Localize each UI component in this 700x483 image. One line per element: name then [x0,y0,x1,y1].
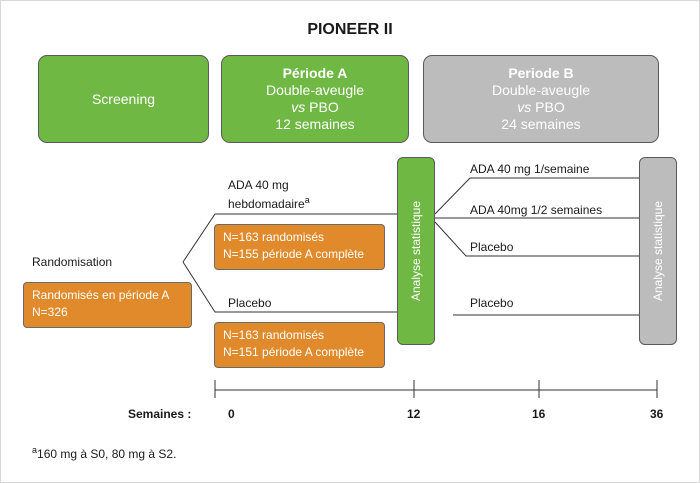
footnote: a160 mg à S0, 80 mg à S2. [32,445,177,461]
screening-label: Screening [91,90,156,107]
screening-box: Screening [38,55,209,143]
ada-biweekly-label: ADA 40mg 1/2 semaines [470,203,603,217]
ada-arm-box: N=163 randomisés N=155 période A complèt… [214,224,385,270]
placebo-arm-box: N=163 randomisés N=151 période A complèt… [214,322,385,368]
placebo-b2-label: Placebo [470,296,514,310]
period-a-title: Période A [282,65,348,81]
analysis-bar-week-36: Analyse statistique [639,157,677,345]
timeline-label: Semaines : [128,407,192,421]
period-a-box: Période A Double-aveugle vs PBO 12 semai… [221,55,409,143]
week-tick-16: 16 [532,407,546,421]
analysis-label-week-36: Analyse statistique [651,200,665,302]
randomisation-label: Randomisation [32,255,113,269]
ada-weekly-label: ADA 40 mg 1/semaine [470,162,590,176]
period-a-comparator: vs PBO [291,99,339,115]
period-b-design: Double-aveugle [491,82,591,98]
period-b-title: Periode B [508,65,574,81]
week-tick-12: 12 [407,407,421,421]
week-tick-36: 36 [650,407,664,421]
period-a-design: Double-aveugle [265,82,365,98]
analysis-bar-week-12: Analyse statistique [397,157,435,345]
period-b-box: Periode B Double-aveugle vs PBO 24 semai… [423,55,659,143]
period-b-duration: 24 semaines [501,116,581,132]
analysis-label-week-12: Analyse statistique [409,200,423,302]
period-a-duration: 12 semaines [275,116,355,132]
placebo-arm-label: Placebo [228,296,272,310]
diagram-title: PIONEER II [307,21,393,38]
week-tick-0: 0 [228,407,235,421]
period-b-comparator: vs PBO [517,99,565,115]
placebo-b1-label: Placebo [470,240,514,254]
ada-arm-label: ADA 40 mg hebdomadairea [228,178,310,211]
randomised-box: Randomisés en période A N=326 [23,282,192,328]
